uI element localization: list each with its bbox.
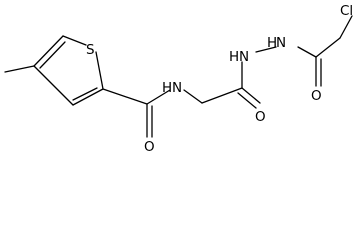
molecule-structure: S N H O O H N H N O Cl — [4, 3, 353, 155]
bond-c4-c5 — [33, 35, 64, 67]
bond-c2-amide-c — [102, 88, 148, 105]
bond-n-ch2 — [183, 89, 203, 104]
bond-n1-n2 — [255, 46, 277, 53]
atom-amide-h: H — [162, 80, 172, 96]
atom-carbonyl2-o: O — [255, 109, 266, 125]
atom-labels: S N H O O H N H N O Cl — [86, 3, 353, 155]
bond-c5-s — [62, 35, 87, 46]
bond-ch2-cl — [339, 15, 353, 39]
atom-amide-n: N — [172, 80, 182, 96]
atom-chlorine: Cl — [340, 3, 353, 19]
bond-n2-acyl-c — [297, 46, 317, 58]
bond-s-c2 — [95, 51, 104, 90]
bond-c3-c4 — [33, 65, 74, 106]
atom-carbonyl3-o: O — [311, 88, 322, 104]
bond-ch2-carbonyl — [201, 87, 243, 104]
bond-c4-c5-inner — [39, 41, 66, 69]
bond-methyl-c4 — [4, 65, 35, 73]
bond-acyl-c-ch2 — [315, 37, 341, 58]
atom-carbonyl1-o: O — [144, 139, 155, 155]
atom-hydrazide-h2: H — [267, 35, 277, 51]
bonds — [4, 15, 353, 138]
bond-c2-c3-inner — [72, 87, 98, 101]
bond-carbonyl-o — [241, 87, 261, 104]
atom-hydrazide-n2: N — [276, 35, 286, 51]
atom-hydrazide-h1: H — [229, 49, 239, 65]
bond-amide-c-n — [146, 89, 171, 105]
bond-carbonyl-o-double — [237, 92, 257, 109]
atom-hydrazide-n1: N — [239, 49, 249, 65]
atom-s: S — [86, 42, 95, 58]
bond-c2-c3 — [72, 88, 104, 106]
